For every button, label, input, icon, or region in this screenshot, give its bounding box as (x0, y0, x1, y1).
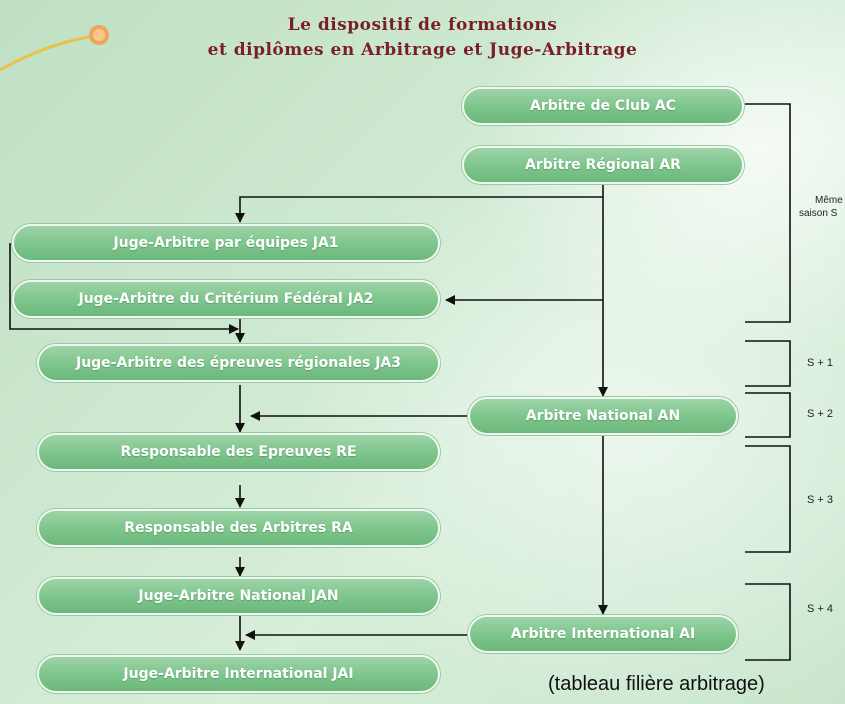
bracket-s3 (745, 445, 791, 553)
box-arbitre-international: Arbitre International AI (468, 615, 738, 653)
label-s2: S + 2 (807, 408, 833, 420)
bracket-same-season (745, 103, 791, 323)
box-ra: Responsable des Arbitres RA (37, 509, 440, 547)
connector-ar-ja1 (235, 196, 603, 223)
connector-ja1-ja3 (9, 243, 239, 334)
box-arbitre-national: Arbitre National AN (468, 397, 738, 435)
box-re: Responsable des Epreuves RE (37, 433, 440, 471)
box-arbitre-club: Arbitre de Club AC (462, 87, 744, 125)
label-s1: S + 1 (807, 357, 833, 369)
box-jai: Juge-Arbitre International JAI (37, 655, 440, 693)
box-ja3: Juge-Arbitre des épreuves régionales JA3 (37, 344, 440, 382)
label-s4: S + 4 (807, 603, 833, 615)
box-jan: Juge-Arbitre National JAN (37, 577, 440, 615)
box-ja2: Juge-Arbitre du Critérium Fédéral JA2 (12, 280, 440, 318)
title-line-1: Le dispositif de formations (287, 15, 558, 35)
caption: (tableau filière arbitrage) (548, 673, 765, 695)
title-line-2: et diplômes en Arbitrage et Juge-Arbitra… (207, 40, 638, 60)
label-s3: S + 3 (807, 494, 833, 506)
box-arbitre-regional: Arbitre Régional AR (462, 146, 744, 184)
bracket-s2 (745, 392, 791, 438)
label-same-season-2: saison S (799, 208, 838, 219)
bracket-s1 (745, 340, 791, 387)
label-same-season-1: Même (815, 195, 843, 206)
box-ja1: Juge-Arbitre par équipes JA1 (12, 224, 440, 262)
bracket-s4 (745, 583, 791, 661)
swoosh-logo (0, 25, 109, 72)
